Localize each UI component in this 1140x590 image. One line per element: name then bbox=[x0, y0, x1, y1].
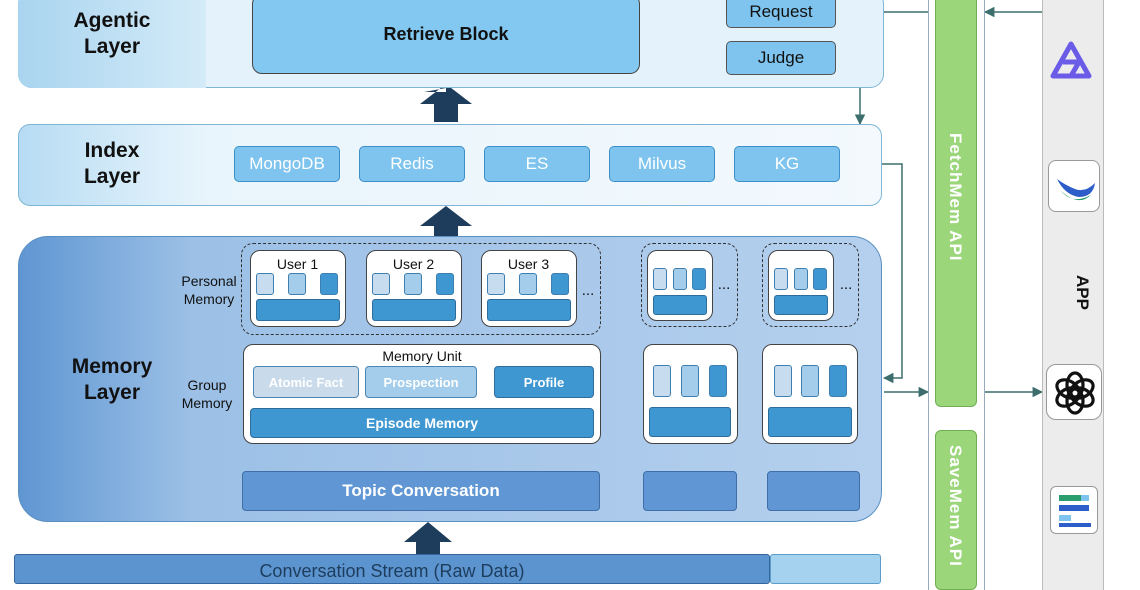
judge-button[interactable]: Judge bbox=[726, 41, 836, 75]
personal-card-group-2[interactable] bbox=[647, 250, 713, 321]
savemem-api[interactable]: SaveMem API bbox=[935, 430, 977, 590]
kimi-icon[interactable] bbox=[1050, 486, 1098, 534]
fact-cell bbox=[692, 268, 706, 290]
fact-cell bbox=[551, 273, 569, 295]
memory-unit-card-2[interactable] bbox=[643, 344, 738, 444]
qwen-icon[interactable] bbox=[1045, 38, 1097, 88]
store-milvus[interactable]: Milvus bbox=[609, 146, 715, 182]
episode-bar bbox=[653, 295, 707, 315]
atomic-fact-item[interactable]: Atomic Fact bbox=[253, 366, 359, 398]
agentic-layer-label: Agentic Layer bbox=[73, 9, 151, 58]
user-3-label: User 3 bbox=[507, 256, 550, 272]
store-redis[interactable]: Redis bbox=[359, 146, 465, 182]
conversation-stream-bar-side bbox=[770, 554, 881, 584]
fact-cell bbox=[372, 273, 390, 295]
judge-label: Judge bbox=[757, 48, 805, 67]
fact-cell bbox=[813, 268, 827, 290]
topic-conversation-bar[interactable]: Topic Conversation bbox=[242, 471, 600, 511]
memory-layer-label: Memory Layer bbox=[71, 355, 153, 404]
fact-cell bbox=[256, 273, 274, 295]
store-mongodb[interactable]: MongoDB bbox=[234, 146, 340, 182]
agentic-layer-label-bg bbox=[18, 0, 206, 88]
retrieve-block[interactable]: Retrieve Block bbox=[252, 0, 640, 74]
user-2-label: User 2 bbox=[392, 256, 435, 272]
fact-cell bbox=[653, 365, 671, 397]
topic-conversation-label: Topic Conversation bbox=[342, 481, 500, 500]
fact-cell bbox=[673, 268, 687, 290]
personal-memory-group-3 bbox=[762, 243, 859, 327]
episode-bar bbox=[256, 299, 340, 321]
index-layer-label: Index Layer bbox=[83, 139, 141, 188]
personal-memory-group-2 bbox=[641, 243, 738, 327]
fact-cell bbox=[681, 365, 699, 397]
fact-cell bbox=[829, 365, 847, 397]
fact-cell bbox=[288, 273, 306, 295]
fact-cell bbox=[519, 273, 537, 295]
memory-unit-label: Memory Unit bbox=[382, 348, 462, 364]
request-button[interactable]: Request bbox=[726, 0, 836, 28]
retrieve-block-label: Retrieve Block bbox=[383, 23, 509, 44]
prospection-item[interactable]: Prospection bbox=[365, 366, 477, 398]
memory-unit-card-3[interactable] bbox=[762, 344, 858, 444]
user-card-1[interactable]: User 1 bbox=[250, 250, 346, 327]
episode-memory-bar[interactable]: Episode Memory bbox=[250, 408, 594, 438]
store-es-label: ES bbox=[525, 154, 549, 173]
fact-cell bbox=[774, 365, 792, 397]
prospection-label: Prospection bbox=[383, 374, 459, 390]
user-card-3[interactable]: User 3 bbox=[481, 250, 577, 327]
fact-cell bbox=[487, 273, 505, 295]
fact-cell bbox=[404, 273, 422, 295]
profile-label: Profile bbox=[523, 374, 565, 390]
openai-icon[interactable] bbox=[1046, 364, 1102, 420]
fact-cell bbox=[794, 268, 808, 290]
store-kg[interactable]: KG bbox=[734, 146, 840, 182]
topic-conversation-bar-2[interactable] bbox=[643, 471, 737, 511]
fact-cell bbox=[801, 365, 819, 397]
store-milvus-label: Milvus bbox=[637, 154, 687, 173]
app-label: APP bbox=[1073, 275, 1092, 310]
group-memory-label: Group Memory bbox=[181, 377, 233, 411]
personal-memory-group bbox=[241, 243, 601, 335]
fact-cell bbox=[653, 268, 667, 290]
episode-bar bbox=[774, 295, 828, 315]
more-ellipsis-3: ... bbox=[839, 276, 853, 293]
store-es[interactable]: ES bbox=[484, 146, 590, 182]
fetchmem-api-label: FetchMem API bbox=[946, 133, 965, 262]
user-card-2[interactable]: User 2 bbox=[366, 250, 462, 327]
deepseek-icon[interactable] bbox=[1048, 160, 1100, 212]
fact-cell bbox=[774, 268, 788, 290]
fact-cell bbox=[709, 365, 727, 397]
profile-item[interactable]: Profile bbox=[494, 366, 594, 398]
fetchmem-api[interactable]: FetchMem API bbox=[935, 0, 977, 407]
more-users-ellipsis: ... bbox=[581, 282, 595, 299]
episode-bar bbox=[768, 407, 852, 437]
user-1-label: User 1 bbox=[276, 256, 319, 272]
personal-card-group-3[interactable] bbox=[768, 250, 834, 321]
store-kg-label: KG bbox=[774, 154, 800, 173]
more-ellipsis-2: ... bbox=[717, 276, 731, 293]
memory-unit-card[interactable]: Memory Unit Atomic Fact Prospection Prof… bbox=[243, 344, 601, 444]
episode-bar bbox=[372, 299, 456, 321]
episode-bar bbox=[649, 407, 731, 437]
conversation-stream-label: Conversation Stream (Raw Data) bbox=[259, 561, 525, 581]
fact-cell bbox=[320, 273, 338, 295]
episode-bar bbox=[487, 299, 571, 321]
store-mongodb-label: MongoDB bbox=[249, 154, 325, 173]
topic-conversation-bar-3[interactable] bbox=[767, 471, 860, 511]
request-label: Request bbox=[749, 2, 813, 21]
fact-cell bbox=[436, 273, 454, 295]
episode-memory-label: Episode Memory bbox=[365, 415, 479, 431]
store-redis-label: Redis bbox=[390, 154, 434, 173]
savemem-api-label: SaveMem API bbox=[946, 445, 965, 567]
personal-memory-label: Personal Memory bbox=[181, 273, 237, 307]
atomic-fact-label: Atomic Fact bbox=[268, 374, 344, 390]
